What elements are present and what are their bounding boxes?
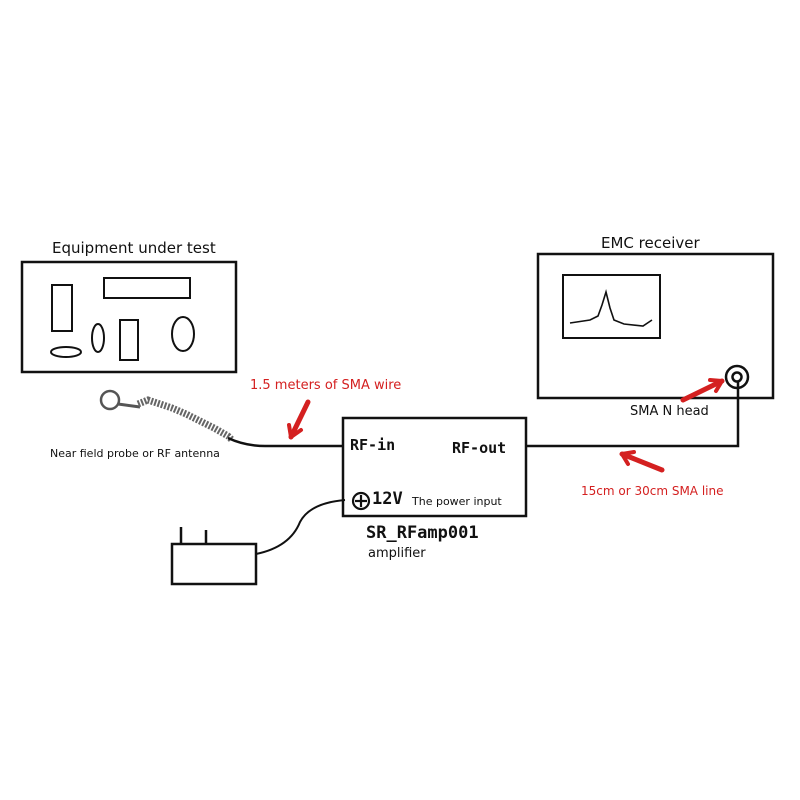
receiver-title: EMC receiver bbox=[601, 234, 700, 252]
probe-loop bbox=[99, 389, 121, 411]
power-adapter bbox=[170, 499, 346, 586]
equipment-knob-small bbox=[91, 323, 105, 353]
power-cable bbox=[255, 499, 346, 555]
annotation-arrows bbox=[287, 378, 725, 473]
rf-in-label: RF-in bbox=[350, 436, 396, 454]
output-cable-label: 15cm or 30cm SMA line bbox=[581, 484, 724, 498]
sma-connector-outer bbox=[724, 364, 750, 390]
emc-receiver bbox=[536, 252, 775, 400]
adapter-body bbox=[170, 542, 258, 586]
probe-coil bbox=[136, 396, 235, 443]
arrow-output-cable bbox=[619, 451, 665, 473]
power-plus-icon bbox=[351, 491, 371, 511]
arrow-input-cable bbox=[288, 399, 311, 440]
amplifier-model: SR_RFamp001 bbox=[366, 523, 479, 543]
arrow-connector bbox=[680, 378, 725, 403]
input-cable-label: 1.5 meters of SMA wire bbox=[250, 378, 402, 393]
amplifier-box bbox=[341, 416, 528, 518]
sma-connector-inner bbox=[731, 371, 743, 383]
equipment-knob-large bbox=[171, 316, 195, 352]
rf-out-label: RF-out bbox=[452, 439, 507, 457]
probe-label: Near field probe or RF antenna bbox=[50, 447, 220, 460]
receiver-box bbox=[536, 252, 775, 400]
power-voltage-label: 12V bbox=[372, 489, 403, 509]
equipment-box bbox=[20, 260, 238, 374]
power-input-label: The power input bbox=[412, 495, 502, 508]
spectrum-trace-icon bbox=[569, 289, 653, 327]
equipment-led bbox=[50, 346, 82, 358]
equipment-display bbox=[103, 277, 191, 299]
connector-label: SMA N head bbox=[630, 404, 709, 419]
equipment-under-test bbox=[20, 260, 238, 374]
near-field-probe bbox=[99, 389, 235, 443]
amplifier-caption: amplifier bbox=[368, 546, 426, 561]
input-cable bbox=[227, 436, 345, 448]
receiver-screen bbox=[562, 274, 661, 339]
equipment-slot-middle bbox=[119, 319, 139, 361]
output-cable bbox=[526, 382, 740, 448]
equipment-slot-left bbox=[51, 284, 73, 332]
equipment-title: Equipment under test bbox=[52, 239, 216, 257]
